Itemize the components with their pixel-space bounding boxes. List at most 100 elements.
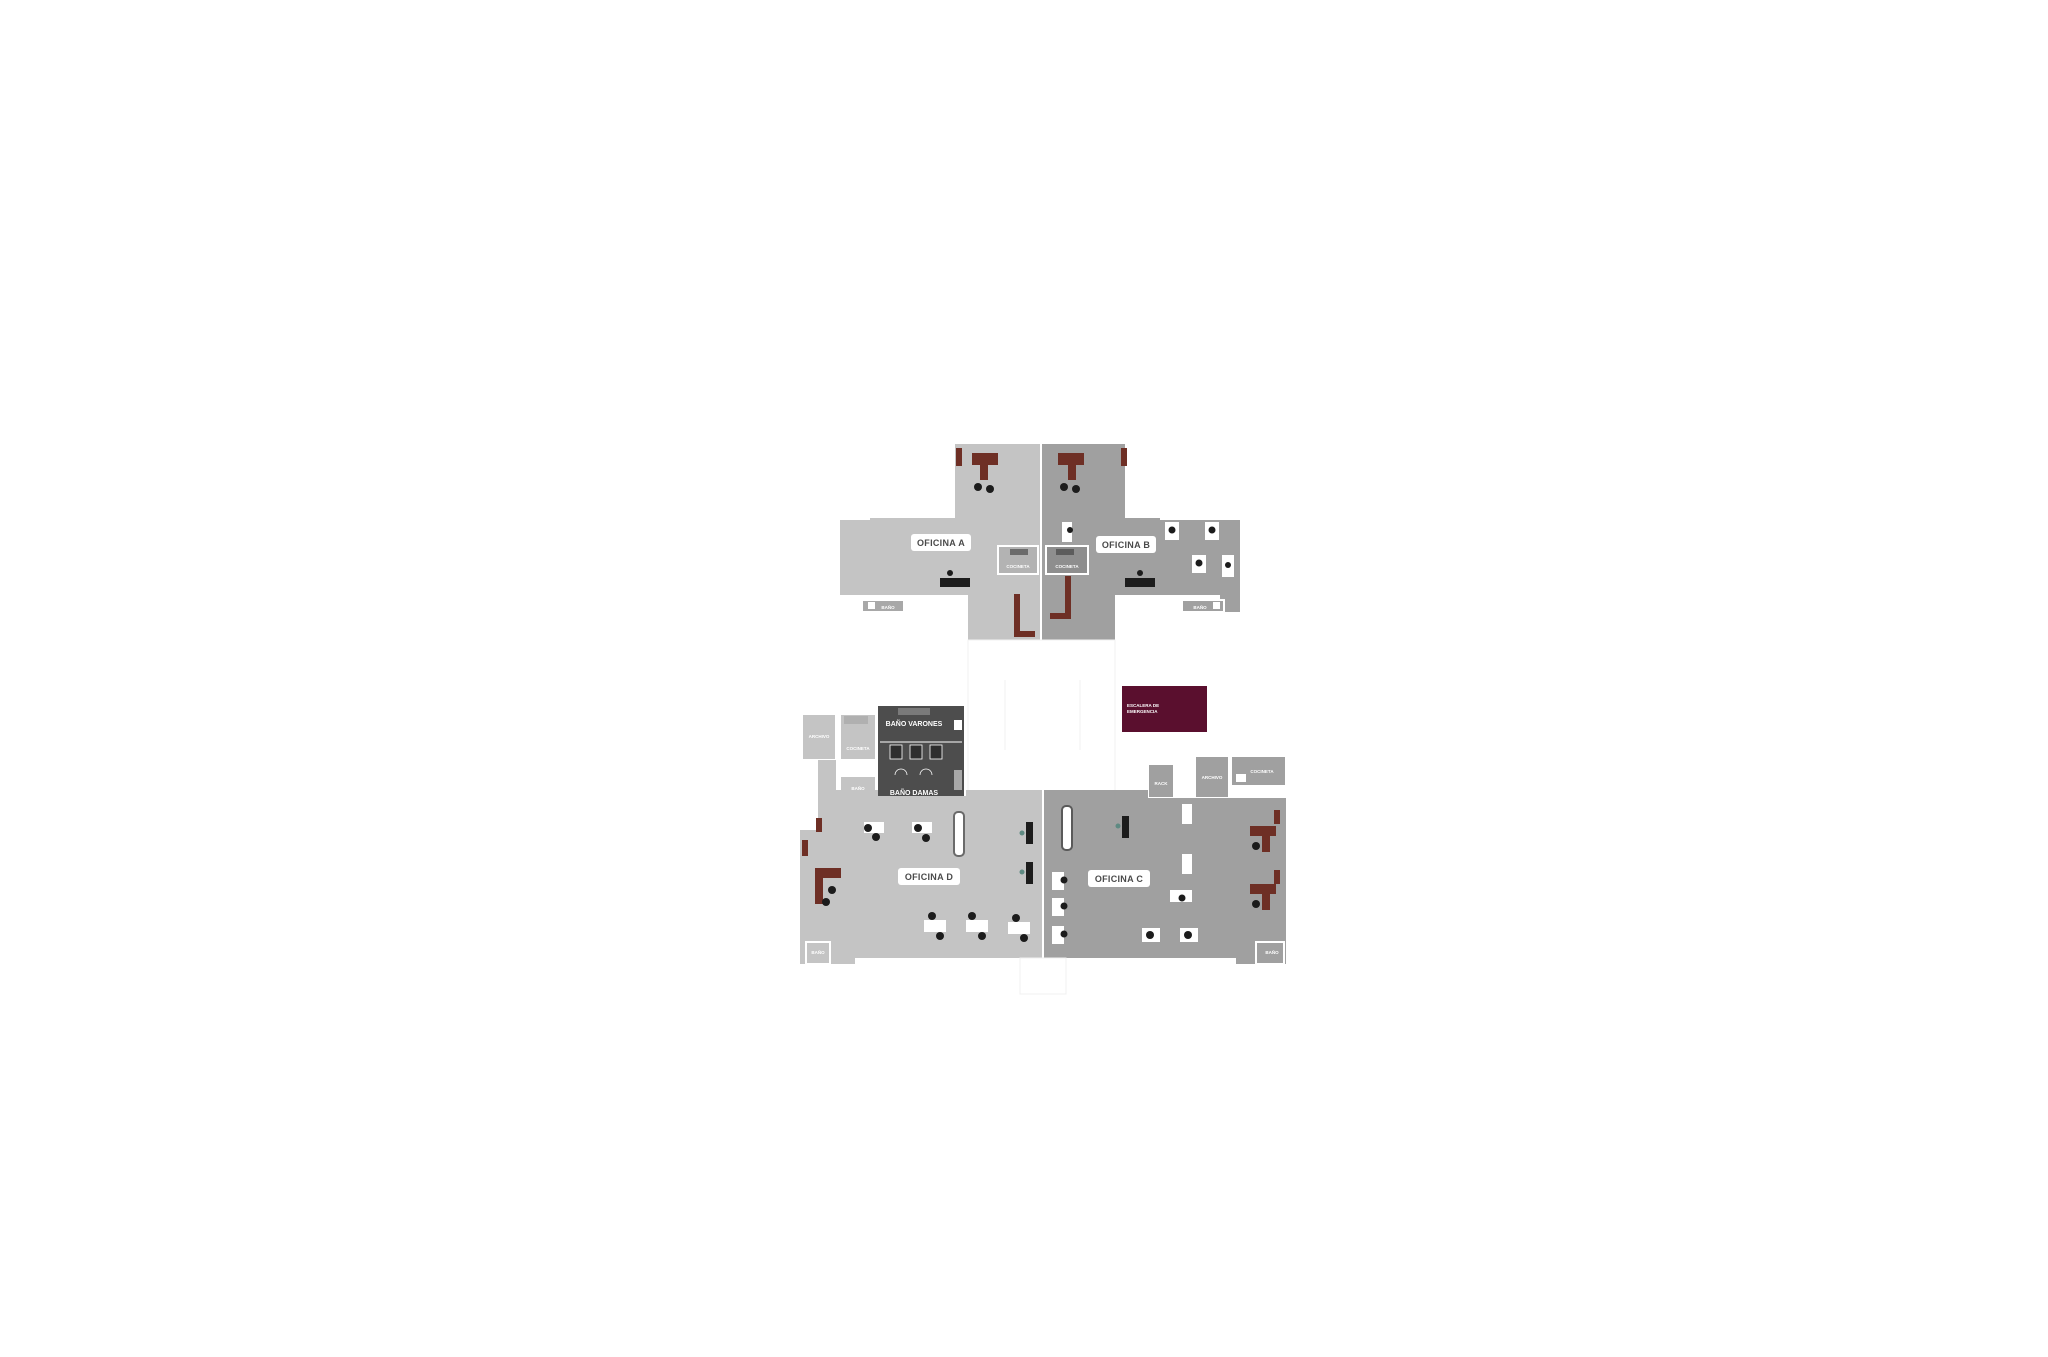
svg-text:EMERGENCIA: EMERGENCIA [1127, 709, 1158, 714]
chair [1060, 876, 1068, 884]
workstation [1008, 922, 1030, 934]
reception-counter [1014, 594, 1035, 637]
office-c-area[interactable] [1044, 786, 1286, 965]
sofa [953, 811, 965, 857]
chair [1252, 900, 1260, 908]
cabinet [956, 448, 962, 466]
chair [978, 932, 986, 940]
svg-text:OFICINA A: OFICINA A [917, 538, 965, 548]
archivo-d[interactable]: ARCHIVO [801, 713, 837, 761]
desk [815, 878, 823, 904]
cocineta-c[interactable]: COCINETA [1230, 755, 1287, 787]
chair [1019, 830, 1025, 836]
chair [936, 932, 944, 940]
desk [1068, 465, 1076, 480]
label-bano-varones: BAÑO VARONES [886, 719, 943, 728]
sofa [1061, 805, 1073, 851]
chair [1060, 483, 1068, 491]
label-oficina-b: OFICINA B [1096, 536, 1156, 553]
toilet [868, 602, 875, 609]
desk [1125, 578, 1155, 587]
restrooms-block[interactable]: BAÑO VARONES BAÑO DAMAS [878, 706, 964, 797]
emergency-stair[interactable]: ESCALERA DE EMERGENCIA [1122, 686, 1207, 732]
chair [1208, 526, 1216, 534]
archivo-c[interactable]: ARCHIVO [1194, 755, 1230, 799]
label-bano-d: BAÑO [811, 949, 825, 955]
bathroom-d [805, 941, 831, 965]
rack-room[interactable]: RACK [1147, 763, 1175, 799]
desk [1262, 894, 1270, 910]
svg-text:COCINETA: COCINETA [1250, 769, 1274, 774]
svg-text:OFICINA C: OFICINA C [1095, 874, 1144, 884]
chair [822, 898, 830, 906]
cabinet [1274, 870, 1280, 884]
label-bano-b: BAÑO [1193, 604, 1207, 610]
chair [872, 833, 880, 841]
label-bano-c: BAÑO [1265, 949, 1279, 955]
svg-text:BAÑO: BAÑO [851, 785, 865, 791]
desk [1250, 826, 1276, 836]
workstation [1062, 522, 1072, 542]
chair [947, 570, 953, 576]
label-cocineta-a: COCINETA [1006, 564, 1030, 569]
desk [815, 868, 841, 878]
chair [968, 912, 976, 920]
chair [1020, 934, 1028, 942]
desk [1250, 884, 1276, 894]
cabinet [802, 840, 808, 856]
desk [1122, 816, 1129, 838]
chair [1060, 930, 1068, 938]
chair [828, 886, 836, 894]
counter [1010, 549, 1028, 555]
chair [1012, 914, 1020, 922]
workstation [912, 822, 932, 833]
chair [1067, 527, 1073, 533]
chair [914, 824, 922, 832]
workstation [1052, 898, 1064, 916]
workstation [1182, 854, 1192, 874]
chair [1019, 869, 1025, 875]
svg-text:ARCHIVO: ARCHIVO [1202, 775, 1223, 780]
chair [1115, 823, 1121, 829]
desk [1058, 453, 1084, 465]
label-oficina-c: OFICINA C [1088, 870, 1150, 887]
label-cocineta-b: COCINETA [1055, 564, 1079, 569]
toilet [1213, 602, 1220, 609]
chair [1168, 526, 1176, 534]
cabinet [1121, 448, 1127, 466]
office-d-area[interactable] [800, 760, 1042, 965]
desk [980, 465, 988, 480]
counter [1056, 549, 1074, 555]
cabinet [1274, 810, 1280, 824]
svg-text:ARCHIVO: ARCHIVO [809, 734, 830, 739]
desk [1262, 836, 1270, 852]
desk [972, 453, 998, 465]
chair [864, 824, 872, 832]
chair [1252, 842, 1260, 850]
entry [1019, 957, 1067, 995]
workstation [1052, 926, 1064, 944]
chair [1195, 559, 1203, 567]
workstation [864, 822, 884, 833]
chair [928, 912, 936, 920]
chair [1060, 902, 1068, 910]
workstation [1052, 872, 1064, 890]
desk [940, 578, 970, 587]
chair [1146, 931, 1154, 939]
workstation [924, 920, 946, 932]
svg-text:ESCALERA DE: ESCALERA DE [1127, 703, 1159, 708]
label-oficina-a: OFICINA A [911, 534, 971, 551]
svg-text:COCINETA: COCINETA [846, 746, 870, 751]
svg-text:OFICINA B: OFICINA B [1102, 540, 1151, 550]
cocineta-d[interactable]: COCINETA [839, 713, 877, 761]
label-bano-damas: BAÑO DAMAS [890, 788, 939, 797]
chair [1072, 485, 1080, 493]
label-oficina-d: OFICINA D [898, 868, 960, 885]
chair [986, 485, 994, 493]
workstation [1182, 804, 1192, 824]
bathroom-c [1255, 941, 1285, 965]
svg-text:OFICINA D: OFICINA D [905, 872, 954, 882]
chair [1178, 894, 1186, 902]
reception-counter [1050, 576, 1071, 619]
